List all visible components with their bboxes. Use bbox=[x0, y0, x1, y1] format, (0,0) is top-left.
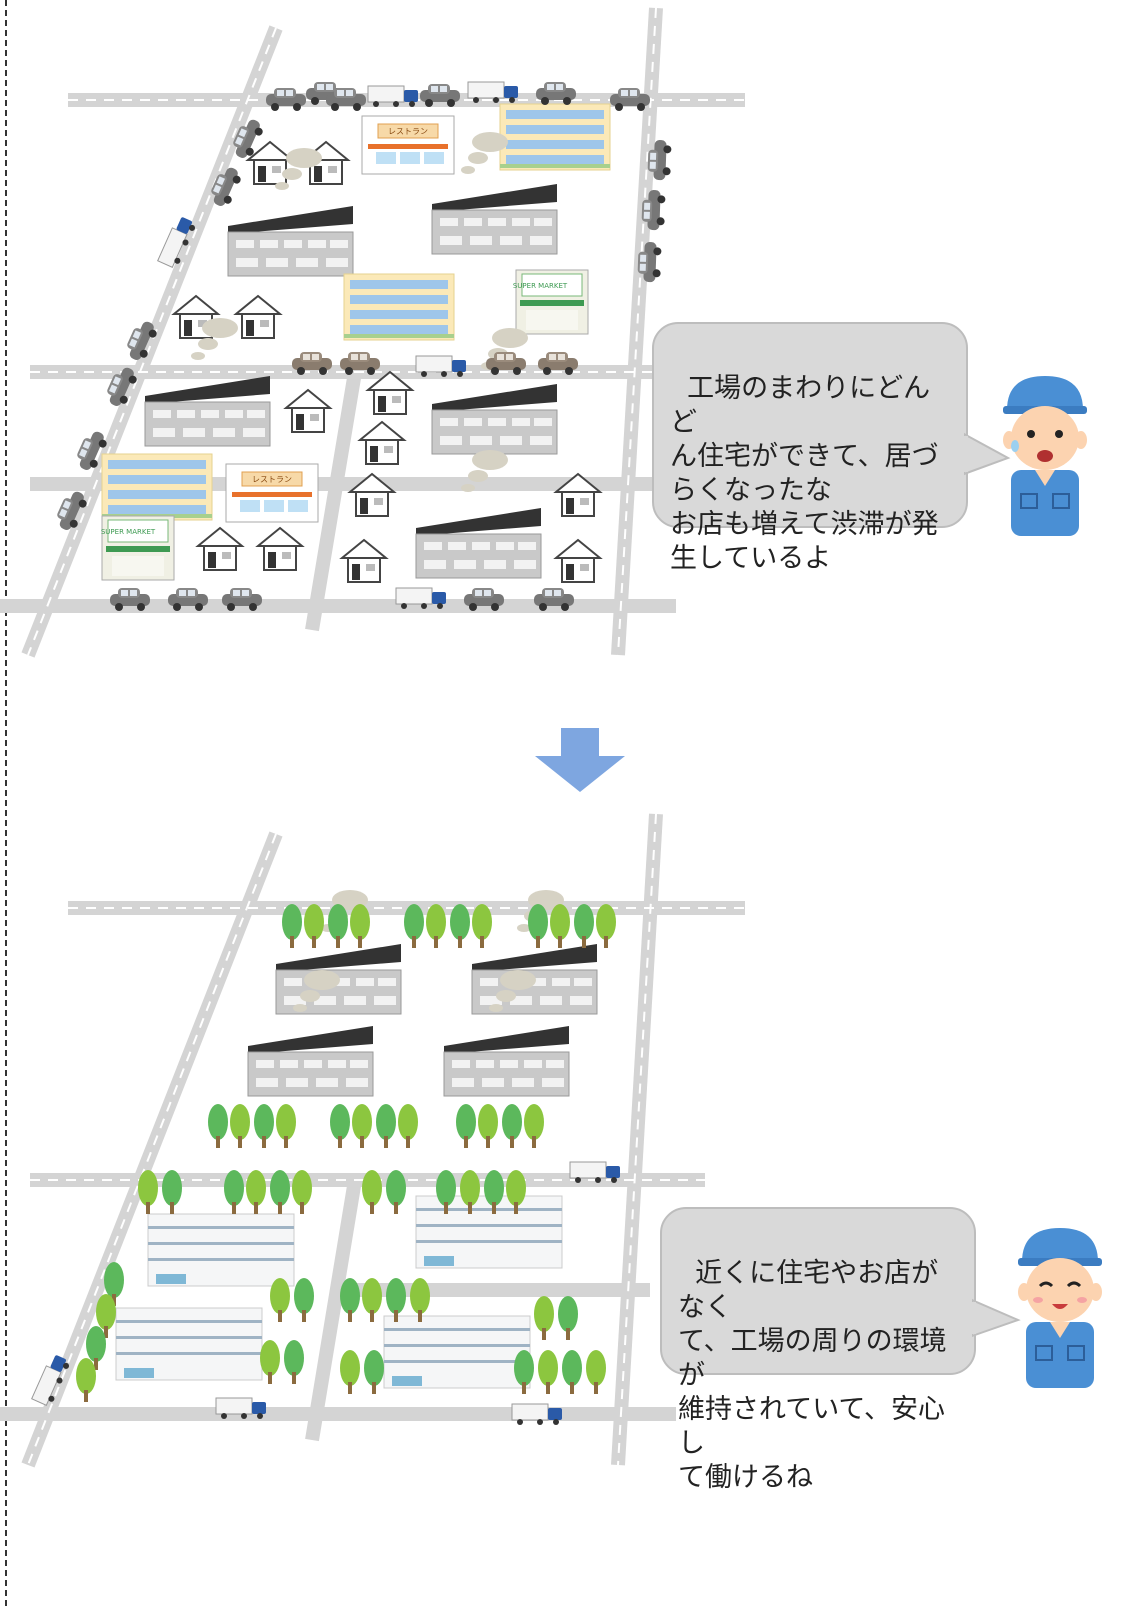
worker-happy-icon bbox=[1018, 1228, 1102, 1388]
map-after bbox=[0, 813, 745, 1468]
speech-text: 近くに住宅やお店がなく て、工場の周りの環境が 維持されていて、安心し て働ける… bbox=[678, 1258, 947, 1493]
scene-before: レストラン レストラン SUPER MARKET SUPER MARKET bbox=[0, 0, 760, 680]
factory-building bbox=[443, 1025, 570, 1097]
svg-text:SUPER MARKET: SUPER MARKET bbox=[101, 528, 156, 536]
svg-text:レストラン: レストラン bbox=[252, 475, 292, 484]
warehouse-building bbox=[415, 1195, 563, 1269]
svg-text:レストラン: レストラン bbox=[388, 127, 428, 136]
factory-building bbox=[431, 183, 558, 255]
dashed-left-border bbox=[5, 0, 7, 1606]
speech-text: 工場のまわりにどんど ん住宅ができて、居づ らくなったな お店も増えて渋滞が発 … bbox=[670, 373, 939, 574]
apartment-building bbox=[343, 273, 455, 341]
factory-building bbox=[247, 1025, 374, 1097]
speech-bubble-tail bbox=[964, 432, 1011, 476]
speech-bubble-tail bbox=[972, 1298, 1021, 1338]
scene-after bbox=[0, 810, 760, 1490]
warehouse-building bbox=[115, 1307, 263, 1381]
factory-building bbox=[144, 375, 271, 447]
factory-building bbox=[415, 507, 542, 579]
apartment-building bbox=[499, 103, 611, 171]
factory-building bbox=[431, 383, 558, 455]
restaurant: レストラン bbox=[225, 463, 319, 523]
supermarket: SUPER MARKET bbox=[101, 515, 175, 581]
worker-worried-icon bbox=[1003, 376, 1087, 536]
restaurant: レストラン bbox=[361, 115, 455, 175]
speech-bubble-happy: 近くに住宅やお店がなく て、工場の周りの環境が 維持されていて、安心し て働ける… bbox=[660, 1207, 976, 1493]
svg-text:SUPER MARKET: SUPER MARKET bbox=[513, 282, 568, 290]
apartment-building bbox=[101, 453, 213, 521]
warehouse-building bbox=[147, 1213, 295, 1287]
map-before: レストラン レストラン SUPER MARKET SUPER MARKET bbox=[0, 7, 745, 658]
speech-bubble-worried: 工場のまわりにどんど ん住宅ができて、居づ らくなったな お店も増えて渋滞が発 … bbox=[652, 322, 968, 574]
factory-building bbox=[227, 205, 354, 277]
supermarket: SUPER MARKET bbox=[513, 269, 589, 335]
down-arrow-icon bbox=[535, 728, 625, 792]
warehouse-building bbox=[383, 1315, 531, 1389]
